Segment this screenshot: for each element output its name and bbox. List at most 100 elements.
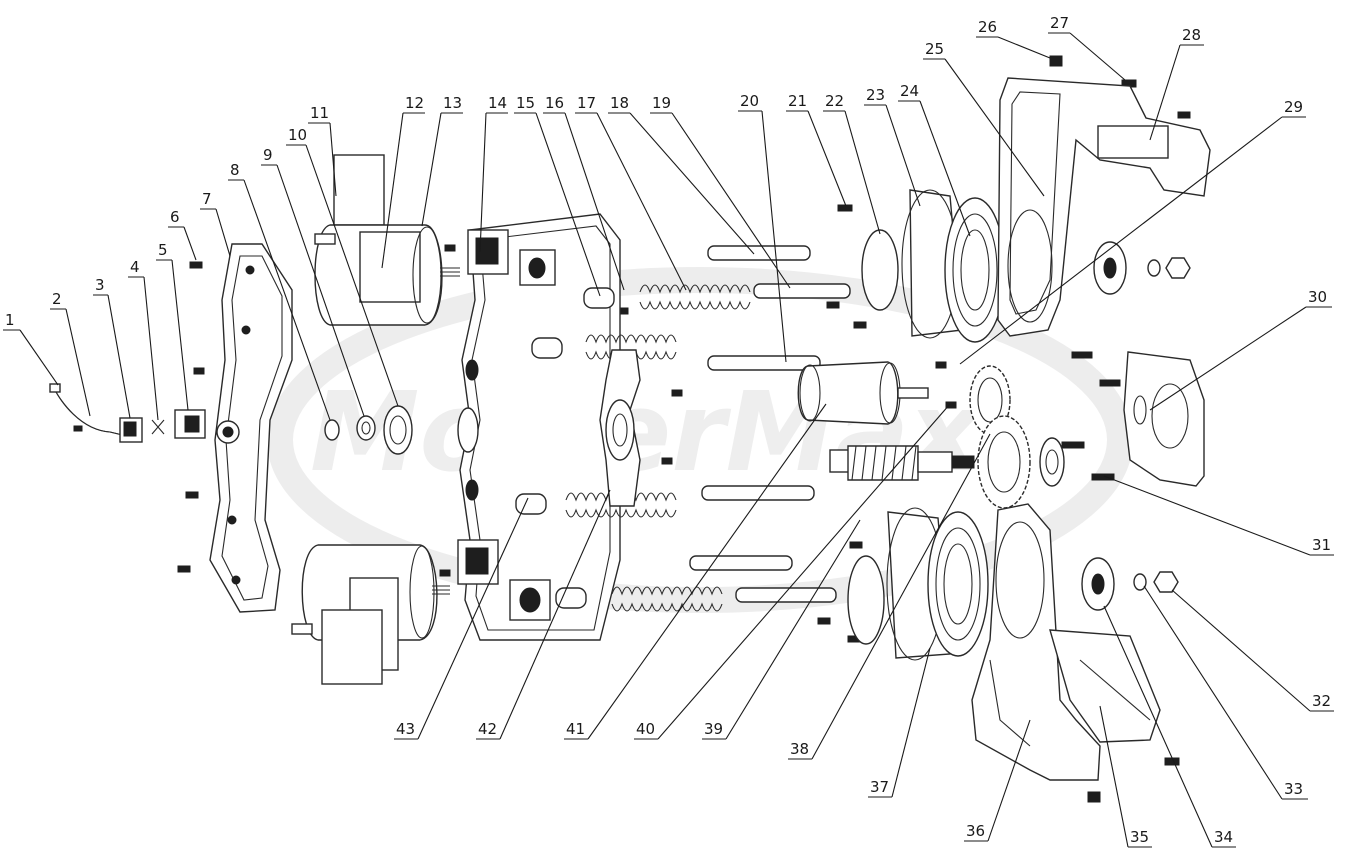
part-link-bracket — [599, 349, 641, 507]
callout-42: 42 — [476, 489, 611, 740]
part-rods — [689, 245, 851, 603]
svg-text:21: 21 — [788, 92, 807, 110]
svg-text:40: 40 — [636, 720, 655, 738]
svg-text:13: 13 — [443, 94, 462, 112]
callout-21: 21 — [786, 92, 847, 207]
callout-14: 14 — [479, 94, 508, 253]
svg-text:18: 18 — [610, 94, 629, 112]
svg-text:24: 24 — [900, 82, 919, 100]
part-end-plate — [209, 243, 293, 613]
svg-text:22: 22 — [825, 92, 844, 110]
callout-9: 9 — [261, 146, 365, 417]
callout-11: 11 — [308, 104, 337, 197]
callout-38: 38 — [788, 433, 991, 760]
callout-17: 17 — [575, 94, 687, 291]
part-worm-shaft — [829, 445, 975, 481]
callout-26: 26 — [976, 18, 1051, 59]
part-right-bearing — [1039, 437, 1065, 487]
part-connector — [119, 409, 206, 443]
svg-text:7: 7 — [202, 190, 212, 208]
part-upper-arm — [997, 77, 1211, 337]
svg-text:39: 39 — [704, 720, 723, 738]
svg-text:42: 42 — [478, 720, 497, 738]
svg-text:29: 29 — [1284, 98, 1303, 116]
svg-text:12: 12 — [405, 94, 424, 112]
callout-29: 29 — [959, 98, 1306, 365]
callout-18: 18 — [608, 94, 755, 255]
part-upper-motor — [314, 154, 460, 326]
callout-39: 39 — [702, 519, 861, 740]
svg-text:37: 37 — [870, 778, 889, 796]
callout-19: 19 — [650, 94, 791, 289]
callout-27: 27 — [1048, 14, 1126, 81]
svg-text:32: 32 — [1312, 692, 1331, 710]
part-cable — [49, 383, 136, 439]
callout-35: 35 — [1099, 705, 1152, 848]
callout-4: 4 — [128, 258, 159, 421]
callout-12: 12 — [381, 94, 425, 269]
svg-text:25: 25 — [925, 40, 944, 58]
svg-text:5: 5 — [158, 241, 168, 259]
callout-15: 15 — [514, 94, 601, 297]
callout-3: 3 — [93, 276, 131, 419]
callout-5: 5 — [156, 241, 189, 411]
svg-text:41: 41 — [566, 720, 585, 738]
part-lower-arm — [971, 503, 1161, 781]
callout-25: 25 — [923, 40, 1045, 197]
callout-32: 32 — [1171, 589, 1334, 712]
callout-30: 30 — [1149, 288, 1332, 411]
callout-1: 1 — [3, 311, 59, 386]
svg-text:38: 38 — [790, 740, 809, 758]
callout-36: 36 — [964, 719, 1031, 842]
callout-37: 37 — [868, 647, 931, 798]
callout-24: 24 — [898, 82, 971, 237]
part-lower-drum — [847, 507, 989, 661]
part-side-bracket — [1123, 351, 1205, 487]
part-lower-motor — [291, 544, 450, 685]
callout-33: 33 — [1143, 585, 1308, 800]
svg-text:33: 33 — [1284, 780, 1303, 798]
callout-20: 20 — [738, 92, 787, 363]
svg-text:20: 20 — [740, 92, 759, 110]
callout-6: 6 — [168, 208, 197, 261]
svg-text:2: 2 — [52, 290, 62, 308]
svg-text:26: 26 — [978, 18, 997, 36]
part-gear-housing — [457, 213, 621, 641]
callout-22: 22 — [823, 92, 881, 235]
part-upper-drum — [861, 189, 1006, 343]
svg-text:17: 17 — [577, 94, 596, 112]
callout-8: 8 — [228, 161, 331, 421]
svg-text:4: 4 — [130, 258, 140, 276]
svg-text:28: 28 — [1182, 26, 1201, 44]
svg-text:23: 23 — [866, 86, 885, 104]
part-bearings — [324, 405, 413, 455]
svg-text:10: 10 — [288, 126, 307, 144]
callout-23: 23 — [864, 86, 921, 207]
svg-text:8: 8 — [230, 161, 240, 179]
svg-text:6: 6 — [170, 208, 180, 226]
svg-text:43: 43 — [396, 720, 415, 738]
svg-text:9: 9 — [263, 146, 273, 164]
svg-text:11: 11 — [310, 104, 329, 122]
svg-text:34: 34 — [1214, 828, 1233, 846]
callout-2: 2 — [50, 290, 91, 417]
svg-text:16: 16 — [545, 94, 564, 112]
callout-40: 40 — [634, 403, 951, 740]
callout-labels: 1 2 3 4 5 6 7 8 9 10 11 12 13 14 15 16 1… — [3, 14, 1334, 848]
callout-7: 7 — [200, 190, 231, 257]
callout-10: 10 — [286, 126, 399, 407]
svg-text:3: 3 — [95, 276, 105, 294]
callout-41: 41 — [564, 403, 827, 740]
callout-43: 43 — [394, 497, 529, 740]
svg-text:36: 36 — [966, 822, 985, 840]
svg-text:1: 1 — [5, 311, 15, 329]
svg-text:19: 19 — [652, 94, 671, 112]
callout-13: 13 — [421, 94, 463, 227]
parts — [49, 55, 1211, 803]
part-springs — [565, 284, 751, 612]
callout-28: 28 — [1149, 26, 1204, 141]
svg-text:31: 31 — [1312, 536, 1331, 554]
callout-34: 34 — [1103, 605, 1236, 848]
callout-31: 31 — [1103, 475, 1334, 556]
